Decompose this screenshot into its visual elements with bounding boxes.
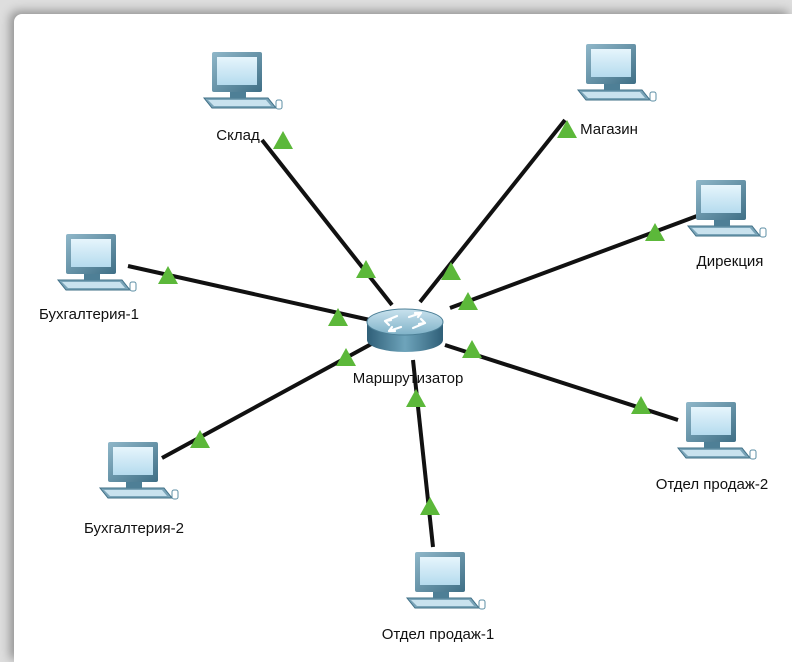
- host-label-prodazh2: Отдел продаж-2: [655, 476, 769, 493]
- pc-prodazh1[interactable]: [405, 552, 486, 610]
- pc-sklad[interactable]: [202, 52, 283, 110]
- pc-buh1[interactable]: [56, 234, 137, 292]
- pc-icon: [576, 44, 657, 102]
- pc-magazin[interactable]: [576, 44, 657, 102]
- link-status-up-icon: [356, 260, 376, 278]
- host-label-sklad: Склад: [216, 127, 260, 144]
- link-sklad[interactable]: [260, 138, 394, 307]
- link-status-up-icon: [406, 389, 426, 407]
- link-direkciya[interactable]: [449, 214, 698, 310]
- link-status-up-icon: [645, 223, 665, 241]
- link-status-up-icon: [462, 340, 482, 358]
- pc-icon: [676, 402, 757, 460]
- host-label-direkciya: Дирекция: [696, 253, 764, 270]
- link-status-up-icon: [458, 292, 478, 310]
- pc-prodazh2[interactable]: [676, 402, 757, 460]
- pc-icon: [202, 52, 283, 110]
- host-label-buh2: Бухгалтерия-2: [84, 520, 184, 537]
- link-status-up-icon: [158, 266, 178, 284]
- link-status-up-icon: [336, 348, 356, 366]
- pc-direkciya[interactable]: [686, 180, 767, 238]
- link-status-up-icon: [557, 120, 577, 138]
- host-label-magazin: Магазин: [580, 121, 638, 138]
- link-status-up-icon: [273, 131, 293, 149]
- link-status-up-icon: [190, 430, 210, 448]
- router-label: Маршрутизатор: [352, 370, 464, 387]
- host-label-buh1: Бухгалтерия-1: [39, 306, 139, 323]
- pc-icon: [686, 180, 767, 238]
- link-status-up-icon: [420, 497, 440, 515]
- router-icon: [366, 308, 444, 352]
- router[interactable]: [366, 308, 444, 352]
- link-status-up-icon: [328, 308, 348, 326]
- host-label-prodazh1: Отдел продаж-1: [381, 626, 495, 643]
- pc-icon: [98, 442, 179, 500]
- link-magazin[interactable]: [418, 118, 567, 304]
- link-status-up-icon: [631, 396, 651, 414]
- link-status-up-icon: [441, 262, 461, 280]
- link-prodazh1[interactable]: [411, 359, 435, 548]
- pc-icon: [56, 234, 137, 292]
- pc-icon: [405, 552, 486, 610]
- pc-buh2[interactable]: [98, 442, 179, 500]
